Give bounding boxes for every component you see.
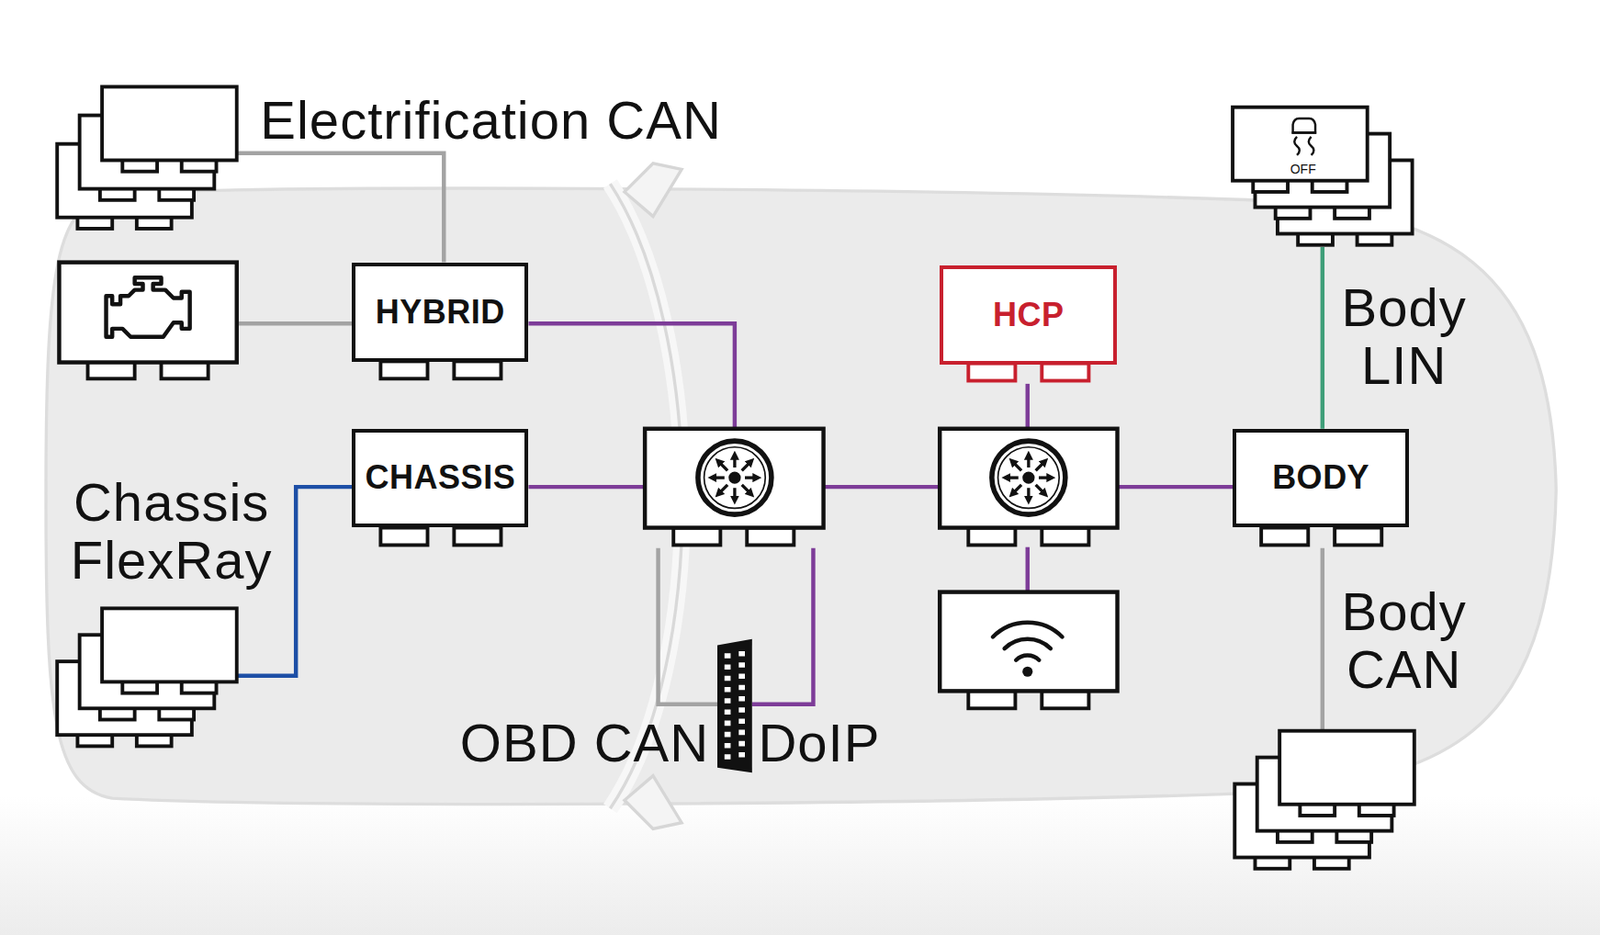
mirror [624, 776, 682, 830]
bus-label: Electrification CAN [259, 90, 722, 148]
car-icon [1291, 131, 1317, 134]
ethernet-wire [528, 323, 734, 429]
ethernet-wire [1117, 484, 1234, 489]
ecu-pins [968, 528, 1089, 546]
ecu-label: BODY [1272, 458, 1370, 497]
ecu-pins [1261, 528, 1382, 546]
ecu-box: HCP [939, 265, 1117, 365]
bus-label: DoIP [757, 712, 880, 771]
engine-box [58, 262, 237, 363]
ethernet-wire [1025, 547, 1030, 593]
electrification-can-wire [236, 153, 445, 263]
ecu-pins [380, 360, 501, 379]
ethernet-wire [1025, 383, 1030, 429]
wifi-dot [1022, 666, 1033, 677]
telematics-box [939, 592, 1117, 692]
ecu-stack-box [1279, 731, 1415, 816]
ecu-pins [673, 528, 794, 546]
wifi-icon [992, 622, 1063, 661]
ecu-box: BODY [1232, 428, 1409, 529]
wifi-arc [1015, 655, 1039, 661]
ecu-stack-box [101, 86, 237, 171]
ecu-stack-box [1232, 107, 1368, 192]
skid-line [1294, 136, 1300, 156]
traction-off-icon [1291, 118, 1317, 156]
icon-text: OFF [1290, 161, 1317, 178]
ecu-label: HYBRID [375, 292, 506, 332]
network-wires [236, 153, 1323, 732]
doip-wire [752, 548, 814, 705]
ecu-box: CHASSIS [351, 428, 529, 529]
wifi-arc [1004, 639, 1051, 649]
gateway-box [644, 428, 823, 529]
engine-wire [236, 321, 353, 326]
gateway-icon [991, 440, 1066, 515]
ethernet-wire [528, 484, 645, 489]
ecu-label: HCP [992, 295, 1065, 335]
engine-icon [106, 277, 191, 337]
obd-connector [717, 639, 753, 774]
lin-wire [1320, 247, 1325, 429]
car-icon [1293, 118, 1316, 134]
ecu-pins [380, 528, 501, 546]
bus-label: OBD CAN [460, 712, 710, 771]
bus-label: Chassis FlexRay [70, 473, 273, 589]
bus-label: Body CAN [1341, 582, 1467, 699]
gateway-icon [698, 440, 772, 515]
bus-label: Body LIN [1341, 278, 1467, 395]
skid-line [1308, 136, 1315, 156]
obd-pins [727, 651, 743, 762]
ecu-pins [968, 690, 1089, 709]
car-silhouette [45, 188, 1556, 804]
mirror [624, 163, 682, 217]
ecu-box: HYBRID [351, 262, 529, 363]
ecu-label: CHASSIS [365, 458, 517, 497]
obd-can-wire [658, 548, 721, 705]
ecu-pins [968, 363, 1089, 382]
ethernet-wire [823, 484, 941, 489]
ecu-stack-box [101, 608, 237, 693]
gateway-box [939, 428, 1117, 529]
body-can-wire [1320, 548, 1325, 732]
wifi-arc [992, 622, 1063, 638]
